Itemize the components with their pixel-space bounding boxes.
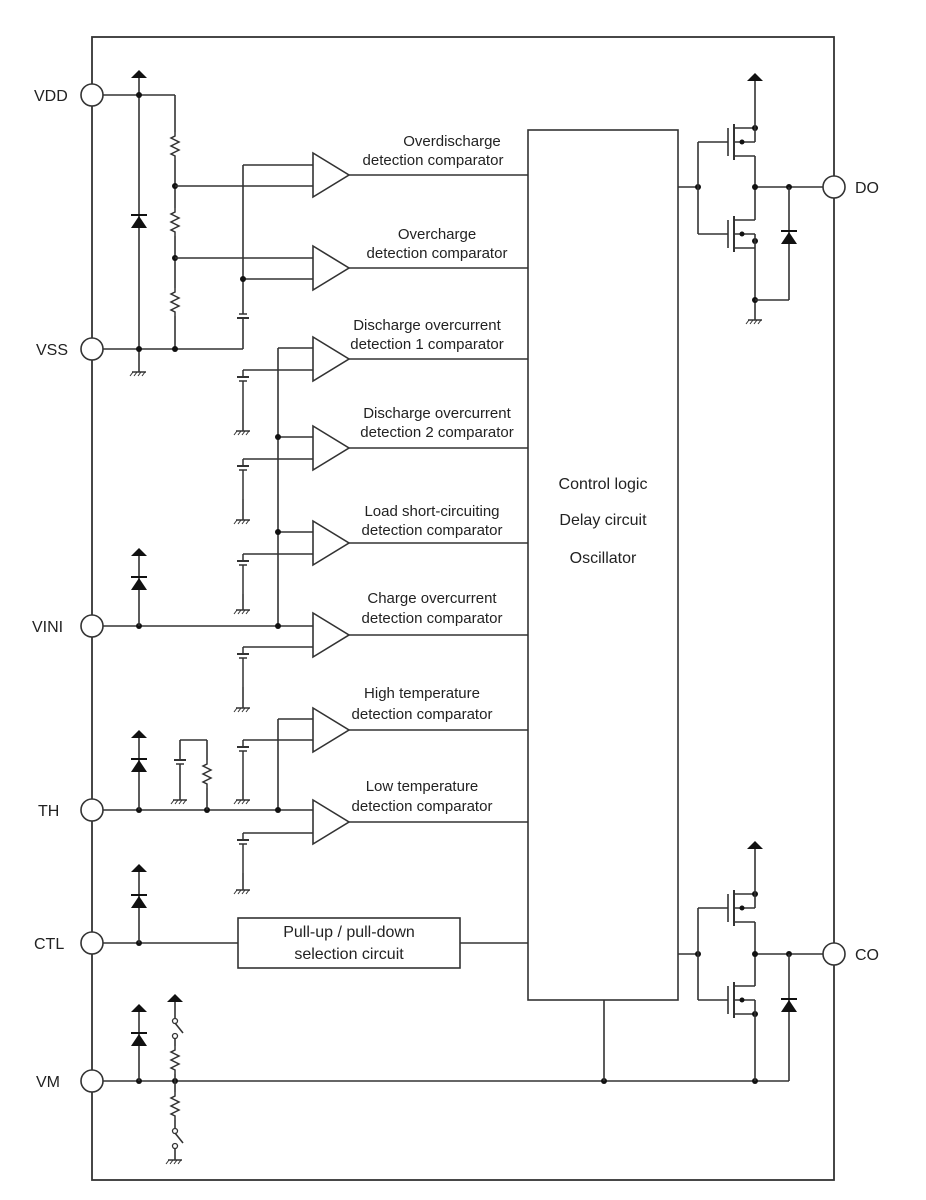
pull-selection-label-1: Pull-up / pull-down [283,924,415,941]
comparator-label-1: High temperature [364,685,480,702]
comparator-label-2: detection 2 comparator [360,424,513,441]
pull-selection-block: Pull-up / pull-down selection circuit [237,917,461,969]
comparator-label-1: Overcharge [398,226,476,243]
comparator-charge-overcurrent: Charge overcurrent detection comparator [312,590,528,659]
vini-network [103,347,313,713]
pin-label-th: TH [38,803,59,820]
comparator-label-2: detection comparator [352,798,493,815]
th-network [103,718,313,895]
package-outline [91,36,835,1181]
pin-ctl: CTL [34,931,104,955]
comparator-high-temperature: High temperature detection comparator [312,685,528,754]
oscillator-label: Oscillator [570,550,637,567]
vm-network [103,994,789,1165]
pin-label-co: CO [855,947,879,964]
control-logic-block: Control logic Delay circuit Oscillator [527,129,679,1001]
comparator-load-short-circuit: Load short-circuiting detection comparat… [312,503,528,567]
comparator-discharge-overcurrent-1: Discharge overcurrent detection 1 compar… [312,317,528,383]
comparator-low-temperature: Low temperature detection comparator [312,778,528,846]
comparator-label-1: Overdischarge [403,133,501,150]
pin-th: TH [38,798,104,822]
pin-label-vss: VSS [36,342,68,359]
pin-label-vdd: VDD [34,88,68,105]
comparator-overcharge: Overcharge detection comparator [312,226,528,292]
comparator-label-2: detection comparator [362,522,503,539]
comparator-label-2: detection comparator [363,152,504,169]
pin-vm: VM [36,1069,104,1093]
comparator-label-1: Load short-circuiting [364,503,499,520]
ctl-network [103,864,528,946]
comparator-label-2: detection comparator [367,245,508,262]
co-output-stage [678,841,823,1081]
pin-label-do: DO [855,180,879,197]
control-logic-label: Control logic [559,476,648,493]
pin-vss: VSS [36,337,104,361]
comparator-label-1: Low temperature [366,778,479,795]
pin-vini: VINI [32,614,104,638]
pull-selection-label-2: selection circuit [294,946,404,963]
pin-label-ctl: CTL [34,936,64,953]
comparator-label-1: Discharge overcurrent [353,317,501,334]
comparator-label-1: Discharge overcurrent [363,405,511,422]
comparator-label-2: detection 1 comparator [350,336,503,353]
comparator-discharge-overcurrent-2: Discharge overcurrent detection 2 compar… [312,405,528,472]
delay-circuit-label: Delay circuit [559,512,647,529]
comparator-label-2: detection comparator [362,610,503,627]
comparator-overdischarge: Overdischarge detection comparator [312,133,528,199]
pin-co: CO [822,942,879,966]
pin-label-vm: VM [36,1074,60,1091]
comparator-label-2: detection comparator [352,706,493,723]
pin-do: DO [822,175,879,199]
pin-vdd: VDD [34,83,104,107]
comparator-label-1: Charge overcurrent [367,590,497,607]
vdd-vss-divider-network [103,70,313,377]
do-output-stage [678,73,823,325]
pin-label-vini: VINI [32,619,63,636]
